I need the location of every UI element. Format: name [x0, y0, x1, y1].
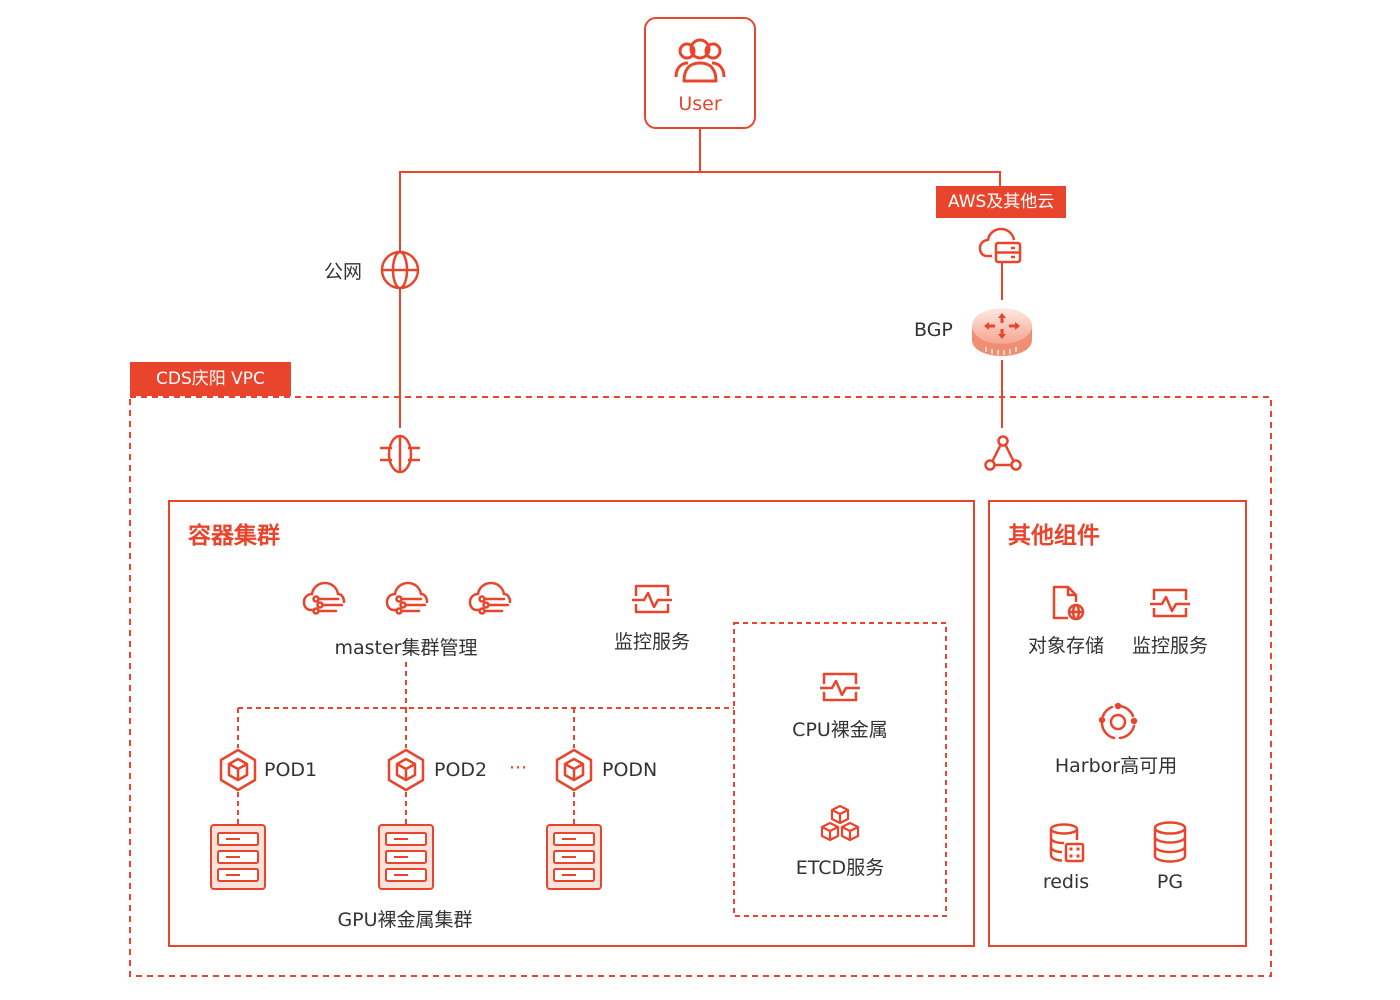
server-icon — [210, 824, 266, 890]
cpu-bare-metal-label: CPU裸金属 — [792, 719, 888, 741]
database-icon — [1153, 821, 1187, 863]
monitor-icon — [1150, 588, 1190, 618]
vpc-tag: CDS庆阳 VPC — [130, 362, 291, 396]
cloud-service-icon — [468, 581, 512, 615]
etcd-service-label: ETCD服务 — [795, 857, 885, 879]
globe-icon — [380, 250, 420, 290]
file-web-icon — [1052, 585, 1085, 621]
master-cluster-label: master集群管理 — [334, 637, 478, 659]
pod-cube-icon — [219, 748, 257, 792]
pod-ellipsis: ··· — [509, 757, 528, 779]
gpu-cluster-label: GPU裸金属集群 — [337, 909, 473, 931]
other-components-frame — [988, 500, 1247, 947]
connector-internet — [399, 171, 700, 252]
cloud-service-icon — [302, 581, 346, 615]
container-cluster-frame — [168, 500, 975, 947]
cloud-server-icon — [978, 227, 1022, 264]
database-grid-icon — [1049, 823, 1085, 863]
harbor-label: Harbor高可用 — [1054, 755, 1178, 777]
cluster-monitor-label: 监控服务 — [613, 631, 691, 653]
pg-label: PG — [1156, 871, 1184, 893]
user-node: User — [644, 17, 756, 129]
container-cluster-title: 容器集群 — [188, 523, 280, 549]
connector-aws — [700, 171, 1001, 188]
redis-label: redis — [1042, 871, 1090, 893]
monitor-icon — [820, 672, 860, 702]
other-cloud-tag: AWS及其他云 — [936, 186, 1067, 218]
router-icon — [972, 308, 1032, 356]
other-monitor-label: 监控服务 — [1131, 635, 1209, 657]
object-storage-label: 对象存储 — [1027, 635, 1105, 657]
pod2-label: POD2 — [434, 759, 488, 781]
high-availability-icon — [1098, 702, 1138, 740]
server-icon — [378, 824, 434, 890]
internet-label: 公网 — [324, 261, 363, 283]
cubes-icon — [820, 804, 860, 842]
vpc-frame — [129, 396, 1272, 977]
users-icon — [674, 38, 726, 83]
cloud-service-icon — [385, 581, 429, 615]
network-node-icon — [984, 435, 1022, 471]
other-components-title: 其他组件 — [1008, 523, 1100, 549]
podn-label: PODN — [602, 759, 658, 781]
internet-gateway-icon — [380, 434, 420, 474]
pod1-label: POD1 — [264, 759, 318, 781]
pod-cube-icon — [387, 748, 425, 792]
monitor-icon — [632, 584, 672, 614]
user-label: User — [678, 93, 722, 115]
server-icon — [546, 824, 602, 890]
pod-cube-icon — [555, 748, 593, 792]
bgp-label: BGP — [914, 319, 953, 341]
